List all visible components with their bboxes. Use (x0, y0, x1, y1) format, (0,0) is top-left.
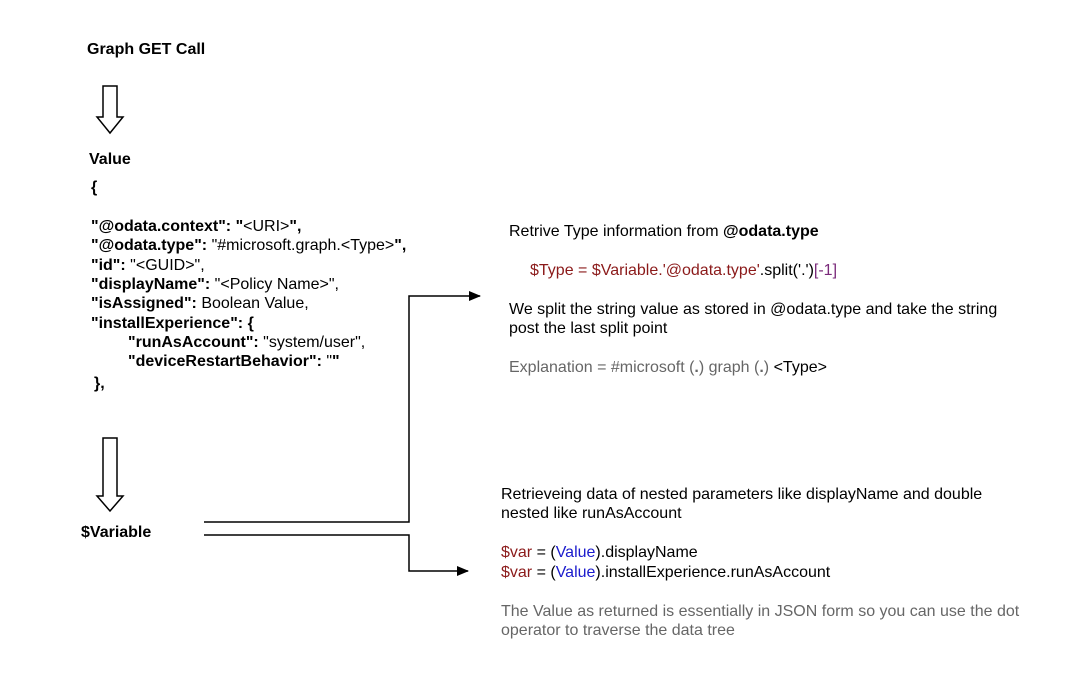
graph-call-title: Graph GET Call (87, 41, 206, 58)
down-arrow-icon (95, 437, 125, 513)
json-key: "deviceRestartBehavior": (128, 353, 327, 370)
json-line-display-name: "displayName": "<Policy Name>", (91, 275, 339, 294)
type-info-explanation: Explanation = #microsoft (.) graph (.) <… (509, 358, 827, 377)
json-quote: " (326, 353, 333, 370)
json-key: "installExperience": { (91, 315, 254, 332)
json-value: <Policy Name> (220, 276, 329, 293)
explanation-prefix: Explanation = #microsoft ( (509, 359, 695, 376)
json-quote: ", (289, 218, 302, 235)
explanation-dot: . (694, 359, 699, 376)
code-variable: $Type (530, 262, 574, 279)
json-quote: ", (394, 237, 407, 254)
json-key: "runAsAccount": (128, 334, 264, 351)
json-value: system/user (268, 334, 356, 351)
type-info-desc-line2: post the last split point (509, 320, 668, 337)
code-index: [-1] (813, 262, 838, 279)
json-value: <GUID> (135, 257, 195, 274)
nested-info-desc-line1: Retrieveing data of nested parameters li… (501, 486, 983, 503)
code-path: .installExperience.runAsAccount (600, 564, 831, 581)
json-value: #microsoft.graph.<Type> (217, 237, 395, 254)
type-info-heading-text: Retrive Type information from (509, 223, 724, 240)
json-quote: " (235, 218, 244, 235)
json-quote: " (332, 353, 340, 370)
explanation-dot: . (759, 359, 764, 376)
json-line-odata-type: "@odata.type": "#microsoft.graph.<Type>"… (91, 236, 406, 255)
json-quote: ", (194, 257, 205, 274)
variable-label: $Variable (81, 524, 152, 541)
code-method: .split('.') (759, 262, 814, 279)
code-property: .'@odata.type' (658, 262, 760, 279)
json-line-install-experience: "installExperience": { (91, 314, 254, 333)
json-key: "isAssigned": (91, 295, 202, 312)
json-quote: " (214, 276, 221, 293)
code-value: Value (555, 544, 596, 561)
code-paren: ) (595, 544, 601, 561)
value-label: Value (89, 151, 131, 168)
type-info-heading: Retrive Type information from @odata.typ… (509, 222, 819, 241)
json-quote: " (211, 237, 218, 254)
json-line-odata-context: "@odata.context": "<URI>", (91, 217, 301, 236)
code-paren: ) (595, 564, 601, 581)
nested-code-line-1: $var = (Value).displayName (501, 543, 698, 562)
code-variable: $var (501, 564, 533, 581)
explanation-close: ) (763, 359, 774, 376)
type-info-desc-line1: We split the string value as stored in @… (509, 301, 998, 318)
connector-to-nested-info (204, 534, 469, 576)
type-info-heading-key: @odata.type (723, 223, 819, 240)
code-source: $Variable (591, 262, 659, 279)
nested-info-note-line1: The Value as returned is essentially in … (501, 603, 1020, 620)
json-line-device-restart-behavior: "deviceRestartBehavior": "" (128, 352, 340, 371)
code-path: .displayName (600, 544, 698, 561)
type-info-code: $Type = $Variable.'@odata.type'.split('.… (530, 261, 837, 280)
json-quote: ", (328, 276, 339, 293)
json-line-is-assigned: "isAssigned": Boolean Value, (91, 294, 309, 313)
code-operator: = (573, 262, 592, 279)
json-close-brace: }, (94, 375, 105, 392)
json-key: "displayName": (91, 276, 215, 293)
nested-info-desc-line2: nested like runAsAccount (501, 505, 682, 522)
code-value: Value (555, 564, 596, 581)
down-arrow-icon (95, 85, 125, 135)
json-quote: ", (355, 334, 366, 351)
json-quote: " (263, 334, 269, 351)
nested-code-line-2: $var = (Value).installExperience.runAsAc… (501, 563, 830, 582)
json-value: <URI> (243, 218, 290, 235)
connector-to-type-info (204, 291, 481, 523)
json-key: "@odata.type": (91, 237, 212, 254)
json-key: "@odata.context": (91, 218, 236, 235)
explanation-mid: ) graph ( (698, 359, 760, 376)
json-key: "id": (91, 257, 131, 274)
json-open-brace: { (91, 179, 98, 196)
nested-info-note-line2: operator to traverse the data tree (501, 622, 735, 639)
json-quote: " (130, 257, 136, 274)
code-variable: $var (501, 544, 533, 561)
code-operator: = ( (532, 564, 556, 581)
json-line-id: "id": "<GUID>", (91, 256, 205, 275)
json-value: Boolean Value, (201, 295, 309, 312)
code-operator: = ( (532, 544, 556, 561)
json-line-run-as-account: "runAsAccount": "system/user", (128, 333, 365, 352)
explanation-type: <Type> (773, 359, 827, 376)
